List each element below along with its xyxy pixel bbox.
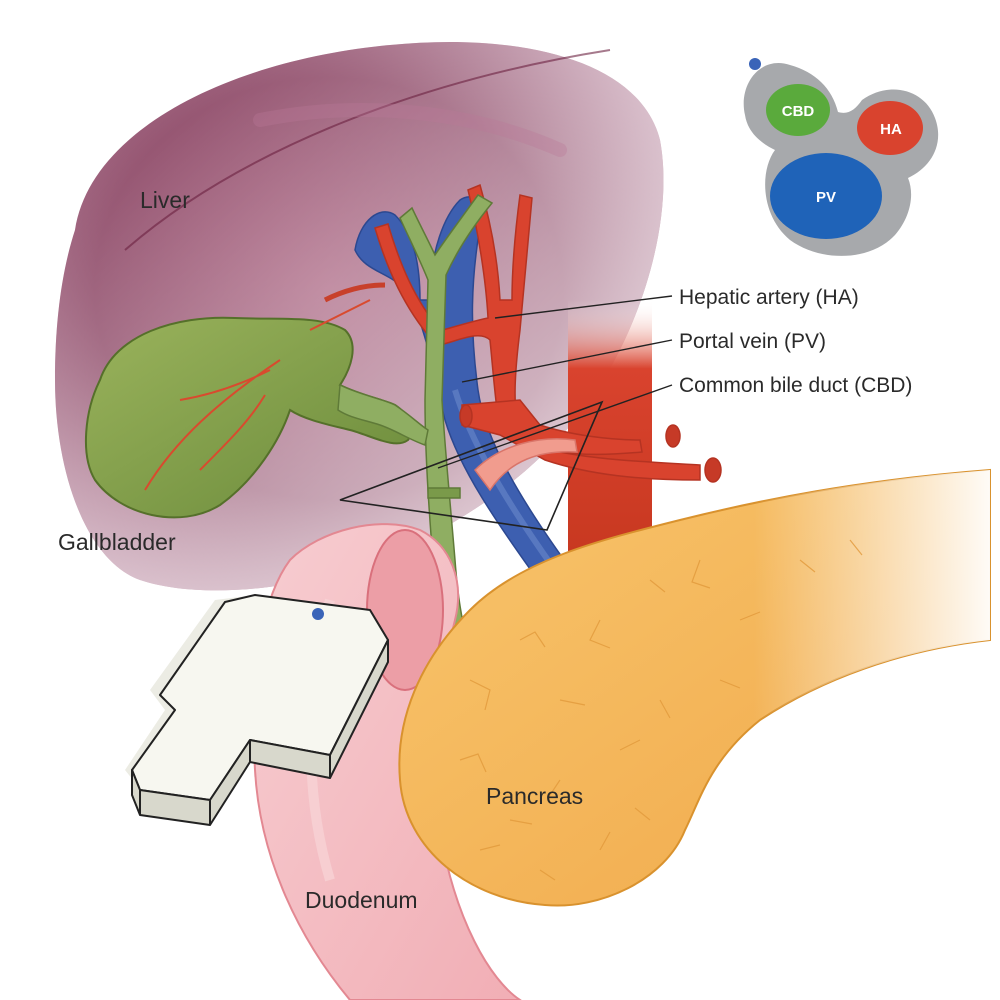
pancreas: [398, 468, 991, 907]
liver-fissure: [124, 49, 611, 251]
common-bile-duct-label: Common bile duct (CBD): [679, 374, 912, 397]
ultrasound-scan-plane: [339, 400, 604, 531]
inset-ha-label: HA: [880, 121, 902, 138]
inset-cbd: [766, 84, 830, 136]
duodenum-label: Duodenum: [305, 887, 418, 913]
gallbladder: [85, 299, 413, 519]
inset-pv-label: PV: [816, 189, 836, 206]
hepatic-artery-label: Hepatic artery (HA): [679, 286, 859, 309]
gallbladder-label: Gallbladder: [58, 529, 176, 555]
probe-orientation-marker: [312, 608, 324, 620]
leader-hepatic-artery: [494, 295, 673, 319]
inset-ha: [857, 101, 923, 155]
gastroduodenal-artery: [474, 438, 578, 492]
pancreas-label: Pancreas: [486, 783, 583, 809]
inset-cbd-label: CBD: [782, 103, 815, 120]
portal-vein-label: Portal vein (PV): [679, 330, 826, 353]
leader-lines: [437, 295, 673, 469]
cross-section-inset: CBD HA PV: [743, 58, 939, 256]
ultrasound-probe: [125, 594, 389, 826]
liver-label: Liver: [140, 187, 190, 213]
inset-pv: [770, 153, 882, 239]
inset-orientation-marker: [749, 58, 761, 70]
leader-common-bile-duct: [437, 384, 673, 469]
leader-portal-vein: [461, 339, 673, 383]
aorta: [568, 300, 652, 575]
